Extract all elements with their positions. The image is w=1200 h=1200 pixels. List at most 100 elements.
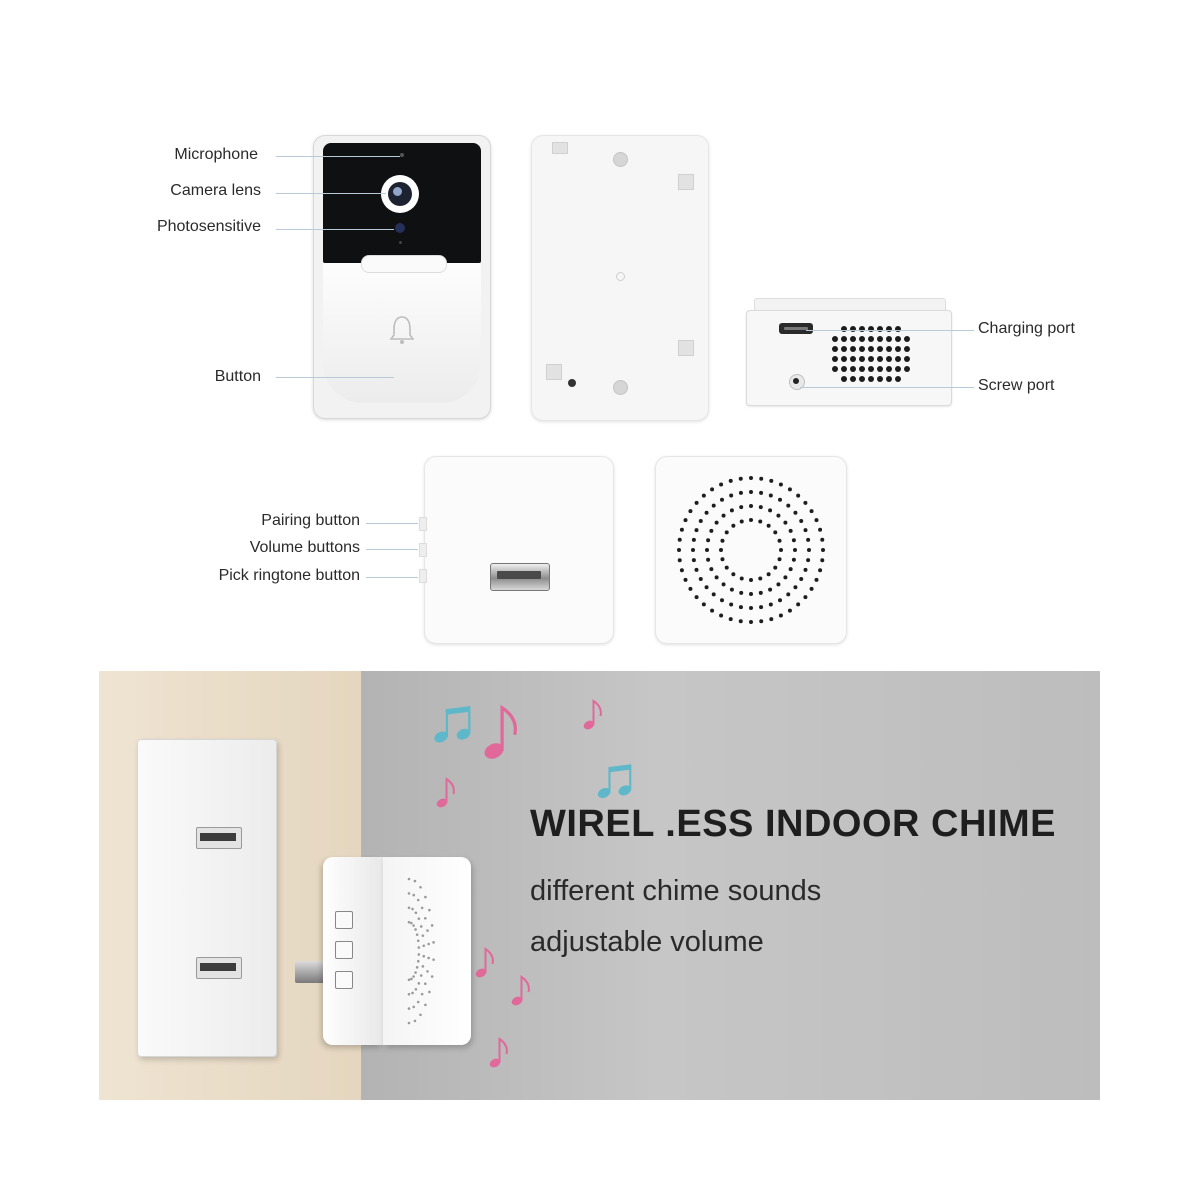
music-notes-icon — [434, 699, 632, 1068]
mini-grille-hole — [424, 1003, 427, 1007]
speaker-hole — [683, 518, 688, 523]
back-plate-tab-tr — [678, 174, 694, 190]
grille-hole — [877, 376, 883, 382]
speaker-hole — [694, 500, 699, 505]
grille-hole — [859, 356, 865, 362]
music-note-pink-3 — [436, 777, 455, 808]
speaker-hole — [694, 528, 699, 533]
speaker-hole — [787, 487, 792, 492]
speaker-hole — [749, 606, 753, 610]
grille-hole — [850, 326, 856, 332]
pick-ringtone-button-leader — [366, 577, 418, 578]
speaker-hole — [759, 619, 764, 624]
mini-grille-hole — [423, 916, 427, 920]
speaker-hole — [688, 509, 693, 514]
mini-grille-hole — [407, 877, 411, 881]
speaker-hole — [683, 577, 688, 582]
speaker-hole — [706, 538, 711, 543]
plugged-chime-button-3 — [335, 971, 353, 989]
mini-grille-hole — [414, 987, 418, 991]
mini-grille-hole — [419, 974, 423, 977]
music-note-pink-1 — [484, 704, 517, 759]
speaker-hole — [710, 608, 715, 613]
speaker-hole — [806, 558, 811, 563]
speaker-hole — [799, 519, 804, 523]
speaker-hole — [729, 493, 734, 498]
usb-port-top-inner — [200, 833, 236, 841]
doorbell-back-plate — [531, 135, 709, 421]
side-button-2 — [419, 543, 427, 557]
speaker-hole — [821, 548, 825, 552]
speaker-hole — [796, 493, 801, 498]
back-plate-screw-bottom — [613, 380, 628, 395]
mini-grille-hole — [414, 911, 418, 915]
speaker-hole — [701, 493, 706, 498]
mini-grille-hole — [407, 992, 411, 996]
grille-hole — [895, 326, 901, 332]
speaker-hole — [738, 605, 743, 610]
mini-grille-hole — [432, 958, 435, 961]
speaker-hole — [705, 548, 709, 552]
grille-hole — [850, 346, 856, 352]
speaker-hole — [787, 608, 792, 613]
speaker-hole — [738, 619, 743, 624]
speaker-hole — [729, 508, 734, 513]
grille-hole — [832, 366, 838, 372]
grille-hole — [877, 356, 883, 362]
speaker-hole — [749, 620, 753, 624]
chime-front-view — [655, 456, 847, 644]
speaker-hole — [720, 557, 725, 562]
mini-grille-hole — [415, 933, 419, 936]
mini-grille-hole — [413, 879, 417, 883]
speaker-hole — [711, 592, 716, 597]
mini-grille-hole — [412, 975, 415, 978]
plugged-chime-side — [323, 857, 383, 1045]
speaker-hole — [793, 510, 798, 515]
screw-port-label: Screw port — [978, 377, 1055, 394]
led-dot — [399, 241, 402, 244]
mini-grille-hole — [428, 908, 431, 912]
speaker-hole — [783, 520, 788, 525]
mini-grille-hole — [419, 885, 422, 889]
mini-grille-hole — [416, 898, 420, 902]
grille-hole — [850, 366, 856, 372]
grille-hole — [895, 336, 901, 342]
grille-hole — [886, 356, 892, 362]
mini-grille-hole — [412, 924, 415, 927]
mini-grille-hole — [423, 982, 427, 986]
speaker-hole — [711, 503, 716, 508]
mini-grille-hole — [410, 977, 413, 981]
speaker-hole — [773, 530, 778, 535]
grille-hole — [868, 326, 874, 332]
speaker-hole — [783, 575, 788, 580]
grille-hole — [850, 336, 856, 342]
mini-grille-hole — [420, 992, 424, 996]
speaker-hole — [709, 528, 714, 533]
photosensitive-leader — [276, 229, 394, 230]
speaker-hole — [814, 518, 819, 523]
grille-hole — [895, 366, 901, 372]
mini-grille-hole — [419, 925, 423, 928]
speaker-hole — [738, 490, 743, 495]
mini-grille-hole — [407, 1021, 411, 1025]
speaker-hole — [739, 576, 744, 581]
grille-hole — [895, 376, 901, 382]
speaker-hole — [799, 577, 804, 581]
speaker-hole — [677, 558, 682, 563]
charging-port-inner — [784, 327, 808, 330]
speaker-hole — [679, 527, 684, 532]
speaker-hole — [720, 538, 725, 543]
speaker-hole — [728, 617, 733, 622]
speaker-hole — [694, 567, 699, 572]
mini-grille-hole — [426, 929, 429, 932]
speaker-hole — [786, 503, 791, 508]
speaker-hole — [778, 613, 783, 618]
plugged-chime-button-1 — [335, 911, 353, 929]
speaker-hole — [758, 576, 763, 581]
grille-hole — [832, 346, 838, 352]
grille-hole — [886, 376, 892, 382]
plugged-chime-grille-icon — [407, 877, 435, 1025]
banner-line-1: different chime sounds — [530, 875, 822, 907]
mini-grille-hole — [421, 965, 425, 968]
grille-hole — [877, 326, 883, 332]
